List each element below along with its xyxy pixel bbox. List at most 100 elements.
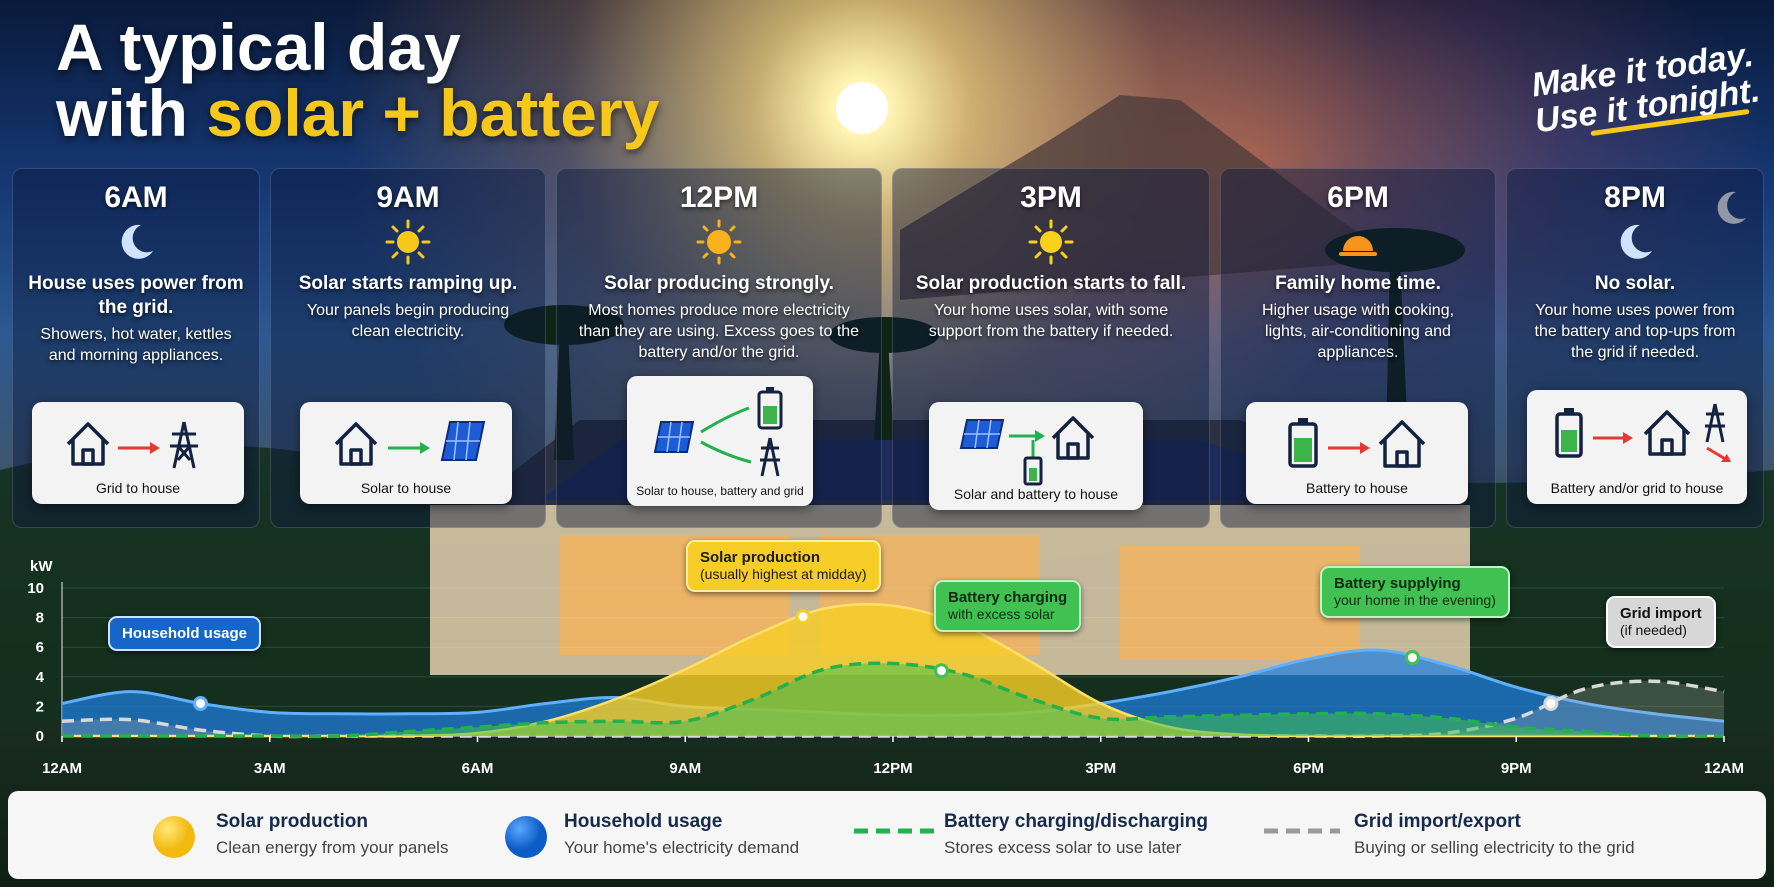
panel-time: 6PM (1327, 181, 1389, 214)
legend-item-solar: Solar production Clean energy from your … (8, 805, 448, 865)
callout-subtitle: your home in the evening) (1334, 592, 1496, 608)
x-tick-label: 9AM (669, 760, 701, 777)
legend-title: Household usage (564, 811, 723, 832)
x-tick-label: 12AM (42, 760, 82, 777)
x-tick-label: 12PM (873, 760, 912, 777)
callout-grid-import: Grid import (if needed) (1606, 596, 1716, 648)
chart-legend: Solar production Clean energy from your … (8, 791, 1766, 879)
arrow-icon (1328, 442, 1370, 454)
arrow-icon (1009, 430, 1045, 458)
legend-desc: Buying or selling electricity to the gri… (1354, 838, 1635, 857)
sun-icon (1028, 219, 1074, 265)
y-tick-label: 6 (36, 639, 44, 656)
panel-heading: Solar starts ramping up. (298, 273, 518, 294)
arrow-icon (1706, 446, 1731, 462)
panel-time: 6AM (104, 181, 168, 214)
house-icon (334, 422, 378, 466)
flow-card-battery-to-house: Battery to house (1246, 402, 1468, 504)
callout-household-usage: Household usage (108, 616, 262, 651)
sun-icon (385, 219, 431, 265)
panel-heading: Family home time. (1275, 273, 1441, 294)
legend-desc: Clean energy from your panels (216, 838, 449, 857)
y-tick-label: 2 (36, 698, 44, 715)
grid-import-marker (1543, 695, 1559, 711)
panel-time: 12PM (679, 181, 759, 214)
arrow-icon (1593, 432, 1633, 444)
x-tick-label: 9PM (1501, 760, 1532, 777)
crescent-moon-icon (1717, 191, 1746, 224)
flow-caption: Solar to house (360, 480, 452, 496)
pylon-icon (170, 421, 198, 469)
legend-item-battery: Battery charging/discharging Stores exce… (828, 805, 1248, 865)
arrow-icon (388, 442, 430, 454)
pylon-icon (1705, 403, 1725, 443)
panel-body: Higher usage with cooking, lights, air-c… (1261, 302, 1455, 361)
callout-title: Solar production (700, 549, 820, 566)
household-marker (193, 695, 208, 711)
title-line2-prefix: with (56, 76, 207, 150)
battery-icon (1023, 456, 1043, 486)
y-axis-label: kW (30, 558, 53, 575)
moon-icon (1620, 224, 1652, 259)
x-tick-label: 3PM (1085, 760, 1116, 777)
arrow-icon (118, 442, 160, 454)
legend-title: Battery charging/discharging (944, 811, 1208, 832)
legend-item-household: Household usage Your home's electricity … (428, 805, 828, 865)
house-icon (1051, 416, 1095, 460)
x-tick-label: 3AM (254, 760, 286, 777)
house-icon (1378, 420, 1426, 468)
x-tick-label: 6PM (1293, 760, 1324, 777)
house-icon (66, 422, 110, 466)
flow-card-grid-to-house: Grid to house (32, 402, 244, 504)
title-line1: A typical day (56, 10, 461, 84)
arrow-icon (700, 406, 752, 464)
grid-to-house-diagram (66, 421, 198, 469)
battery-grid-to-house-diagram (1555, 403, 1731, 462)
flow-card-solar-to-house-battery-grid: Solar to house, battery and grid (627, 376, 813, 506)
grey-dashed-line-icon (1264, 828, 1340, 834)
panel-heading: House uses power from the grid. (28, 273, 244, 318)
callout-battery-charging: Battery charging with excess solar (934, 580, 1082, 632)
y-tick-label: 4 (36, 669, 45, 686)
legend-desc: Your home's electricity demand (564, 838, 800, 857)
pylon-icon (760, 437, 780, 477)
battery-supplying-marker (1404, 650, 1420, 666)
series-battery-line (62, 661, 1725, 739)
flow-caption: Solar and battery to house (953, 486, 1119, 502)
house-icon (1643, 410, 1691, 456)
callout-solar-production: Solar production (usually highest at mid… (686, 540, 881, 592)
battery-charging-marker (933, 663, 949, 679)
x-tick-label: 6AM (462, 760, 494, 777)
panel-body: Your home uses power from the battery an… (1534, 302, 1736, 361)
panel-body: Most homes produce more electricity than… (578, 302, 860, 361)
y-tick-label: 10 (27, 580, 44, 597)
flow-card-battery-grid-to-house: Battery and/or grid to house (1527, 390, 1747, 504)
panel-body: Your panels begin producing clean electr… (306, 302, 510, 340)
solar-marker (795, 609, 811, 625)
callout-title: Battery supplying (1334, 575, 1461, 592)
callout-subtitle: (usually highest at midday) (700, 566, 867, 582)
legend-title: Grid import/export (1354, 811, 1521, 832)
solar-to-house-diagram (334, 421, 486, 466)
callout-subtitle: with excess solar (948, 606, 1055, 622)
callout-title: Battery charging (948, 589, 1068, 606)
solar-panel-icon (440, 421, 486, 461)
panel-heading: Solar producing strongly. (604, 273, 834, 294)
panel-time: 3PM (1020, 181, 1082, 214)
flow-caption: Battery to house (1306, 480, 1408, 496)
green-dashed-line-icon (854, 828, 942, 834)
callout-title: Household usage (122, 625, 248, 642)
panel-time: 9AM (376, 181, 440, 214)
flow-caption: Grid to house (95, 480, 181, 496)
panel-body: Your home uses solar, with some support … (928, 302, 1174, 340)
moon-icon (121, 224, 153, 259)
legend-desc: Stores excess solar to use later (944, 838, 1182, 857)
y-tick-label: 8 (36, 610, 44, 627)
callout-title: Grid import (1620, 605, 1702, 622)
title-line2-highlight: solar + battery (206, 76, 660, 150)
sun-icon (696, 219, 742, 265)
flow-caption: Solar to house, battery and grid (636, 484, 804, 498)
mountain-silhouette (900, 95, 1400, 300)
